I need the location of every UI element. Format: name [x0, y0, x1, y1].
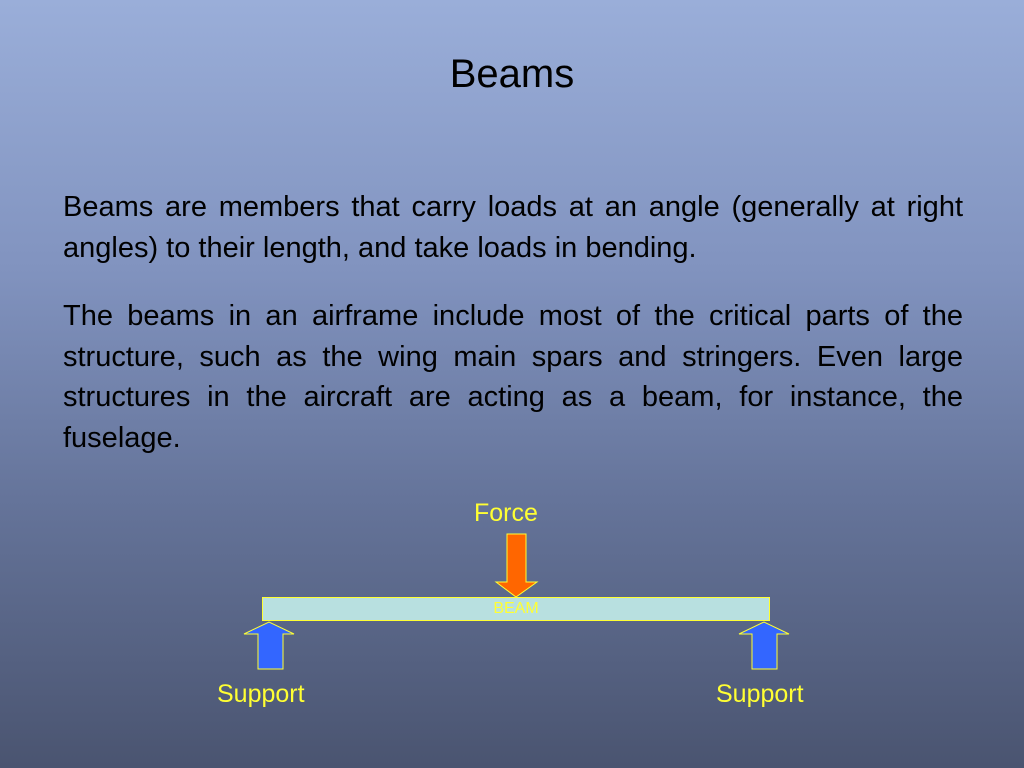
paragraph-definition: Beams are members that carry loads at an… [63, 191, 963, 264]
support-arrow-right-icon [738, 621, 790, 670]
support-right-label: Support [716, 680, 804, 708]
force-arrow-icon [494, 533, 539, 598]
support-left-label: Support [217, 680, 305, 708]
paragraph-airframe-beams: The beams in an airframe include most of… [63, 300, 963, 454]
force-label: Force [474, 499, 538, 527]
beam-label: BEAM [493, 600, 539, 617]
support-arrow-left-icon [243, 621, 295, 670]
slide-title: Beams [449, 52, 575, 96]
beam-bar: BEAM [262, 597, 770, 621]
